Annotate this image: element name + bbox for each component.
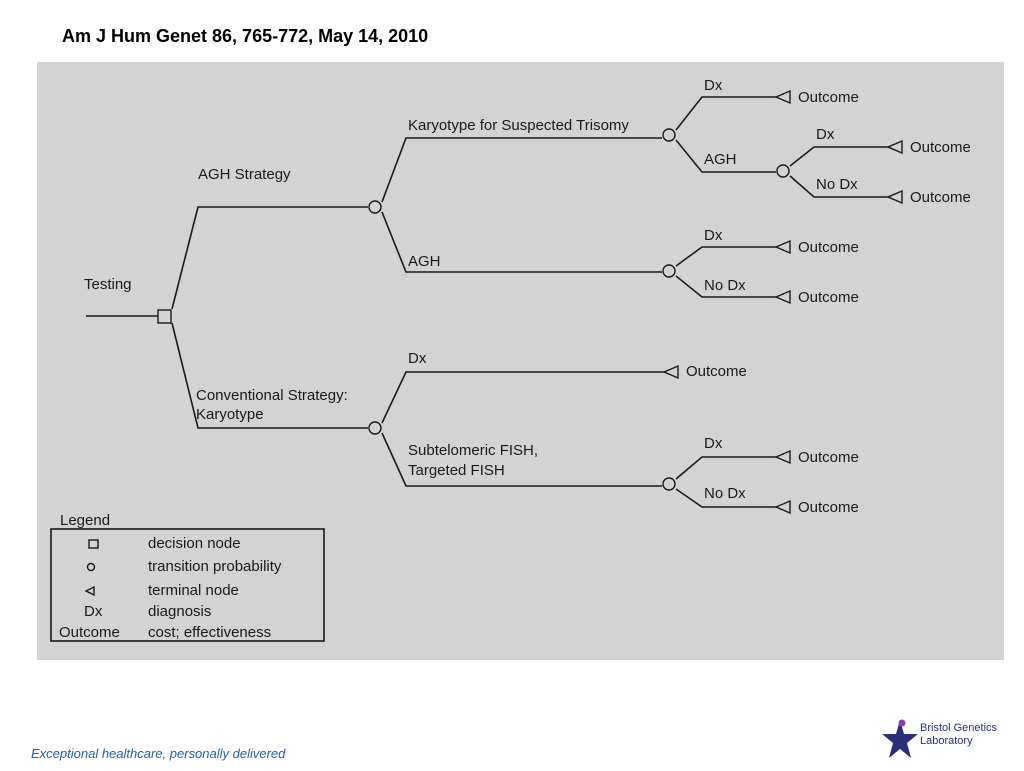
- label-conventional-karyotype: Karyotype: [196, 406, 264, 423]
- label-outcome: Outcome: [910, 189, 971, 206]
- edge-conventional-strategy: [171, 322, 368, 429]
- logo-line1: Bristol Genetics: [920, 722, 998, 734]
- edge-agh: [381, 211, 662, 273]
- label-kt-agh-nodx: No Dx: [816, 176, 858, 193]
- label-conventional-strategy: Conventional Strategy:: [196, 387, 348, 404]
- terminal-node-icon: [774, 499, 791, 515]
- label-agh-strategy: AGH Strategy: [198, 166, 291, 183]
- bristol-genetics-logo: Bristol Genetics Laboratory: [880, 716, 1010, 766]
- label-outcome: Outcome: [910, 139, 971, 156]
- decision-node-icon: [157, 309, 172, 324]
- label-fish-nodx: No Dx: [704, 485, 746, 502]
- label-subtelomeric-fish: Subtelomeric FISH,: [408, 442, 538, 459]
- decision-tree-diagram: Testing AGH Strategy Karyotype for Suspe…: [50, 77, 971, 642]
- legend-symbol-outcome: Outcome: [59, 624, 120, 641]
- legend-label-terminal: terminal node: [148, 582, 239, 599]
- chance-node-agh-icon: [662, 264, 676, 278]
- terminal-node-icon: [774, 239, 791, 255]
- terminal-node-icon: [886, 189, 903, 205]
- legend-label-decision: decision node: [148, 535, 241, 552]
- decision-tree-panel: Testing AGH Strategy Karyotype for Suspe…: [37, 62, 1004, 660]
- legend-symbol-dx: Dx: [84, 603, 103, 620]
- edge-kt-agh: [675, 139, 776, 173]
- edge-agh-dx: [675, 246, 776, 267]
- label-agh-nodx: No Dx: [704, 277, 746, 294]
- label-outcome: Outcome: [798, 239, 859, 256]
- label-agh-dx: Dx: [704, 227, 723, 244]
- triangle-node-icon: [84, 585, 95, 597]
- label-outcome: Outcome: [798, 289, 859, 306]
- label-testing: Testing: [84, 276, 132, 293]
- legend-label-cost: cost; effectiveness: [148, 624, 271, 641]
- chance-node-kt-agh-icon: [776, 164, 790, 178]
- footer-tagline: Exceptional healthcare, personally deliv…: [31, 746, 286, 761]
- edge-conv-fish: [381, 432, 662, 487]
- terminal-node-icon: [774, 89, 791, 105]
- chance-node-fish-icon: [662, 477, 676, 491]
- legend-label-diagnosis: diagnosis: [148, 603, 211, 620]
- label-karyotype-trisomy: Karyotype for Suspected Trisomy: [408, 117, 629, 134]
- edge-kt-agh-dx: [789, 146, 888, 167]
- tree-edges: [86, 96, 888, 508]
- logo-text: Bristol Genetics Laboratory: [920, 722, 997, 748]
- legend-title: Legend: [60, 512, 110, 529]
- label-kt-agh-dx: Dx: [816, 126, 835, 143]
- edge-karyotype-trisomy: [381, 137, 662, 203]
- circle-node-icon: [86, 562, 96, 572]
- terminal-node-icon: [774, 449, 791, 465]
- legend-label-transition: transition probability: [148, 558, 282, 575]
- label-agh: AGH: [408, 253, 441, 270]
- star-figure-icon: [882, 719, 918, 758]
- label-conv-dx: Dx: [408, 350, 427, 367]
- terminal-node-icon: [774, 289, 791, 305]
- edge-agh-nodx: [675, 275, 776, 298]
- chance-node-karyotype-trisomy-icon: [662, 128, 676, 142]
- edge-fish-nodx: [675, 488, 776, 508]
- edge-fish-dx: [675, 456, 776, 480]
- label-outcome: Outcome: [798, 449, 859, 466]
- legend-box: [50, 528, 325, 642]
- label-fish-dx: Dx: [704, 435, 723, 452]
- label-outcome: Outcome: [798, 89, 859, 106]
- logo-line2: Laboratory: [920, 735, 973, 747]
- label-outcome: Outcome: [798, 499, 859, 516]
- terminal-node-icon: [886, 139, 903, 155]
- citation-title: Am J Hum Genet 86, 765-772, May 14, 2010: [62, 26, 429, 46]
- edge-kt-dx: [675, 96, 776, 131]
- chance-node-conventional-icon: [368, 421, 382, 435]
- terminal-node-icon: [662, 364, 679, 380]
- label-kt-dx: Dx: [704, 77, 723, 94]
- chance-node-agh-strategy-icon: [368, 200, 382, 214]
- edge-conv-dx: [381, 371, 664, 424]
- label-outcome: Outcome: [686, 363, 747, 380]
- square-node-icon: [88, 539, 99, 549]
- label-targeted-fish: Targeted FISH: [408, 462, 505, 479]
- edge-agh-strategy: [171, 206, 368, 310]
- edge-kt-agh-nodx: [789, 175, 888, 198]
- legend: Legend decision node transition probabil…: [50, 512, 325, 642]
- label-kt-agh: AGH: [704, 151, 737, 168]
